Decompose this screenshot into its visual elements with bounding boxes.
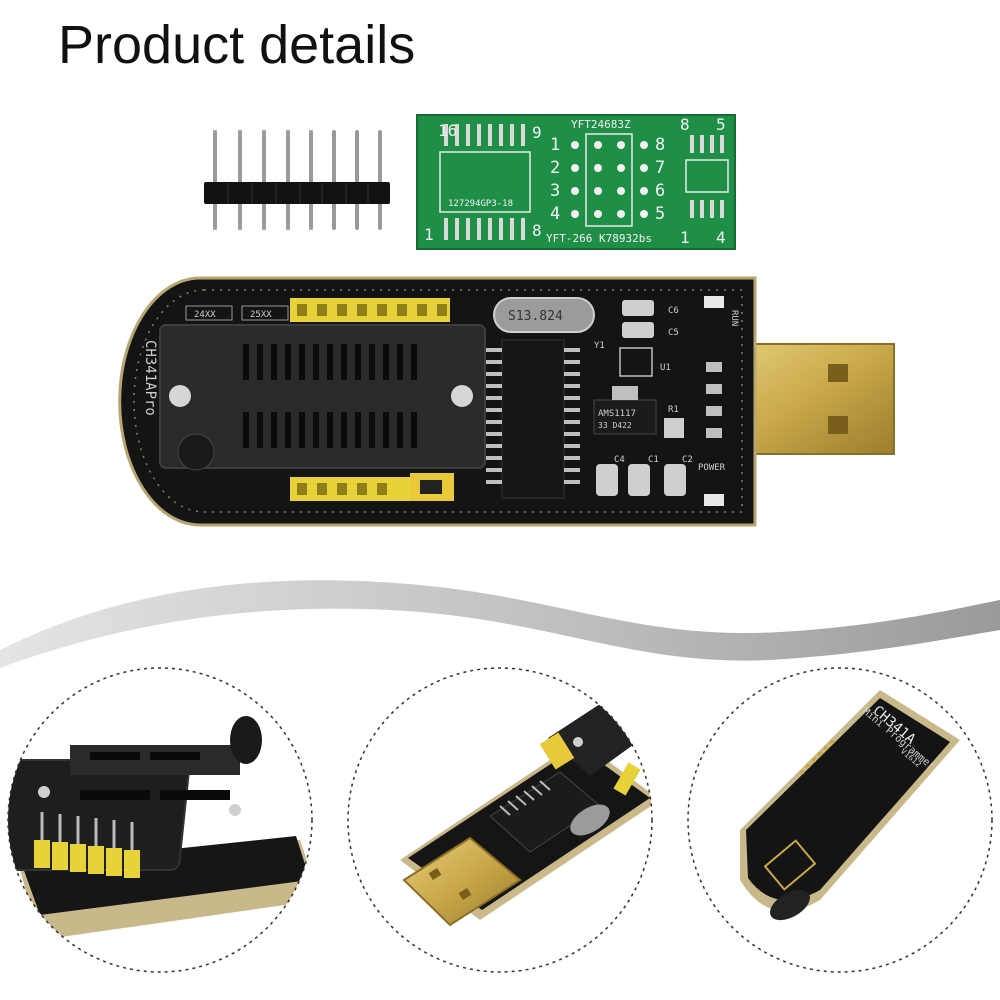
detail-back-closeup: CH341A Mini Programmer V1612 xyxy=(687,667,993,973)
ch341a-programmer: 24XX 25XX CH341APro xyxy=(118,276,895,527)
label-c2: C2 xyxy=(682,455,693,465)
label-c5: C5 xyxy=(668,328,679,338)
page-title: Product details xyxy=(58,15,416,75)
adapter-chip-label: 127294GP3-18 xyxy=(448,199,513,209)
bottom-pin-header xyxy=(290,473,454,501)
right-pin-8-label: 8 xyxy=(680,115,690,134)
grid-left-4: 4 xyxy=(550,204,560,224)
top-pin-header xyxy=(290,298,450,322)
grid-left-3: 3 xyxy=(550,181,560,201)
label-c1: C1 xyxy=(648,455,659,465)
grid-left-2: 2 xyxy=(550,158,560,178)
detail-zif-closeup xyxy=(7,667,313,973)
pin-9-label: 9 xyxy=(532,123,542,142)
wave-divider xyxy=(0,580,1000,668)
regulator-label: AMS1117 xyxy=(598,409,636,419)
run-label: RUN xyxy=(729,310,739,326)
grid-right-6: 6 xyxy=(655,181,665,201)
grid-right-8: 8 xyxy=(655,135,665,155)
adapter-bottom-label: YFT-266 K78932bs xyxy=(546,232,652,245)
pin-8-label: 8 xyxy=(532,221,542,240)
label-y1: Y1 xyxy=(594,341,605,351)
pin-header xyxy=(204,130,390,230)
right-pin-4-label: 4 xyxy=(716,228,726,247)
label-u1: U1 xyxy=(660,363,671,373)
right-pin-1-label: 1 xyxy=(680,228,690,247)
label-c6: C6 xyxy=(668,306,679,316)
adapter-top-label: YFT24683Z xyxy=(571,118,631,131)
power-label: POWER xyxy=(698,463,726,473)
label-25xx: 25XX xyxy=(250,310,272,320)
side-label: CH341APro xyxy=(142,340,158,416)
regulator-sub-label: 33 D422 xyxy=(598,421,632,430)
detail-usb-closeup xyxy=(347,667,653,973)
pin-1-label: 1 xyxy=(424,225,434,244)
crystal-label: S13.824 xyxy=(508,309,563,324)
pin-16-label: 16 xyxy=(438,121,457,140)
sop8-adapter-board: 16 9 1 8 127294GP3-18 YFT24683Z 1 2 3 4 … xyxy=(416,114,736,250)
grid-right-7: 7 xyxy=(655,158,665,178)
label-c4: C4 xyxy=(614,455,625,465)
label-r1: R1 xyxy=(668,405,679,415)
zif-socket xyxy=(159,324,486,471)
grid-left-1: 1 xyxy=(550,135,560,155)
label-24xx: 24XX xyxy=(194,310,216,320)
grid-right-5: 5 xyxy=(655,204,665,224)
right-pin-5-label: 5 xyxy=(716,115,726,134)
